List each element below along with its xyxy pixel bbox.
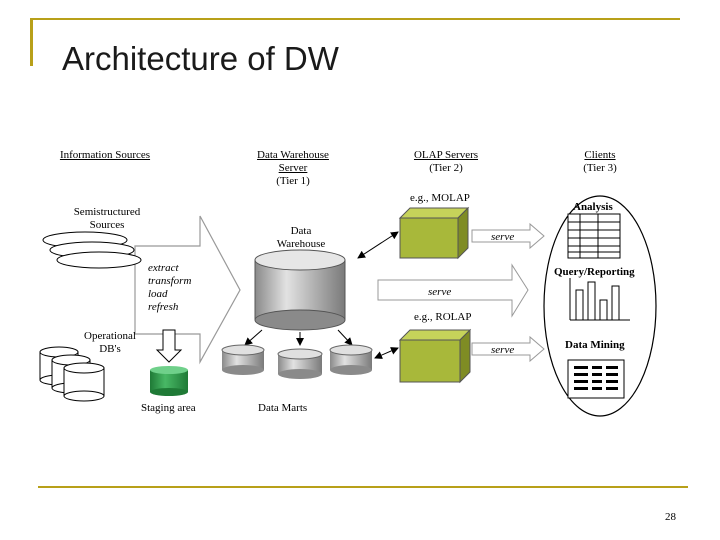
etl-extract: extract (148, 262, 179, 274)
query-reporting-label: Query/Reporting (554, 266, 635, 278)
semistructured-line2: Sources (89, 219, 125, 231)
frame-top-line (30, 18, 680, 20)
header-clients-line2: (Tier 3) (583, 162, 617, 174)
operational-line1: Operational (84, 330, 136, 342)
staging-down-arrow (155, 329, 183, 363)
data-mart-cylinders (221, 344, 373, 379)
semistructured-sources-label: Semistructured Sources (62, 206, 152, 232)
frame-left-line (30, 18, 33, 66)
slide-title: Architecture of DW (62, 40, 339, 77)
analysis-label: Analysis (573, 201, 613, 213)
staging-area-label: Staging area (141, 402, 196, 414)
data-warehouse-line2: Warehouse (276, 238, 326, 250)
query-reporting-chart-icon (569, 278, 630, 321)
serve-arrow-top (471, 222, 545, 250)
header-clients: Clients (Tier 3) (560, 149, 640, 175)
data-marts-label: Data Marts (258, 402, 308, 414)
etl-label: extract transform load refresh (148, 262, 191, 314)
serve-label-middle: serve (428, 286, 452, 298)
header-information-sources: Information Sources (59, 149, 151, 161)
serve-arrow-middle (377, 263, 529, 318)
serve-label-top: serve (491, 231, 515, 243)
data-warehouse-cylinder (254, 249, 346, 331)
frame-bottom-line (38, 486, 688, 488)
semistructured-source-icons (42, 231, 142, 269)
molap-label: e.g., MOLAP (410, 192, 470, 204)
header-olap-line2: (Tier 2) (429, 162, 463, 174)
header-dw-server-line2: Server (278, 162, 308, 174)
rolap-label: e.g., ROLAP (414, 311, 472, 323)
analysis-spreadsheet-icon (567, 213, 621, 259)
data-warehouse-line1: Data (290, 225, 312, 237)
serve-arrow-bottom (471, 335, 545, 363)
clients-ellipse (543, 195, 657, 417)
data-warehouse-label: Data Warehouse (256, 225, 346, 251)
header-olap-line1: OLAP Servers (413, 149, 479, 161)
serve-label-bottom: serve (491, 344, 515, 356)
etl-transform: transform (148, 275, 192, 287)
operational-dbs-label: Operational DB's (70, 330, 150, 356)
header-dw-server-line3: (Tier 1) (276, 175, 310, 187)
etl-refresh: refresh (148, 301, 179, 313)
data-mart-arrows (244, 329, 353, 346)
rolap-cube (398, 328, 472, 384)
header-dw-server: Data Warehouse Server (Tier 1) (238, 149, 348, 188)
header-olap-servers: OLAP Servers (Tier 2) (396, 149, 496, 175)
data-mining-report-icon (567, 359, 625, 399)
etl-arrow (134, 215, 241, 365)
etl-load: load (148, 288, 168, 300)
page-number: 28 (665, 511, 676, 523)
molap-cube (398, 206, 470, 260)
header-dw-server-line1: Data Warehouse (257, 149, 329, 161)
dw-molap-double-arrow (357, 231, 399, 259)
header-clients-line1: Clients (584, 149, 616, 161)
operational-line2: DB's (99, 343, 121, 355)
operational-db-icons (39, 346, 105, 402)
semistructured-line1: Semistructured (73, 206, 141, 218)
staging-area-cylinder (150, 366, 188, 396)
datamart-rolap-double-arrow (374, 347, 399, 359)
data-mining-label: Data Mining (565, 339, 625, 351)
